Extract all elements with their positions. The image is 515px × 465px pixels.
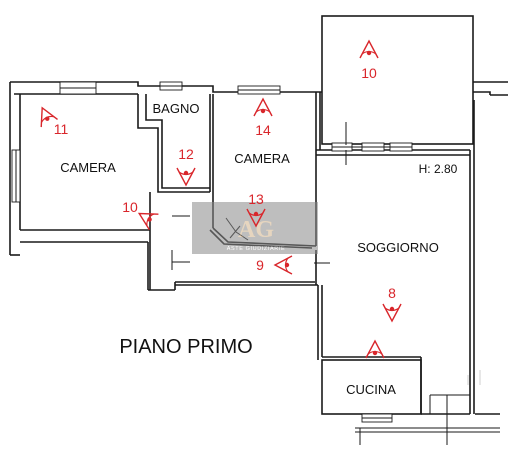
watermark: AG ASTE GIUDIZIARIE bbox=[192, 202, 318, 254]
viewpoint-vp-13: 13 bbox=[246, 191, 266, 228]
viewpoint-markers: 10 11 14 12 13 10 9 8 bbox=[40, 39, 402, 359]
viewpoint-vp-11: 11 bbox=[40, 106, 69, 137]
eye-icon bbox=[176, 167, 196, 187]
viewpoint-number: 14 bbox=[255, 122, 271, 138]
eye-icon bbox=[359, 39, 379, 59]
ghost-lines bbox=[467, 370, 481, 385]
viewpoint-vp-12: 12 bbox=[176, 146, 196, 187]
floor-title: PIANO PRIMO bbox=[119, 336, 252, 358]
viewpoint-number: 13 bbox=[248, 191, 264, 207]
balcony-block bbox=[321, 15, 474, 145]
viewpoint-number: 10 bbox=[361, 65, 377, 81]
viewpoint-vp-7 bbox=[365, 339, 385, 359]
eye-icon bbox=[253, 97, 273, 117]
windows bbox=[11, 81, 500, 445]
room-label-camera-mid: CAMERA bbox=[234, 151, 290, 166]
eye-icon bbox=[40, 106, 58, 128]
watermark-text: ASTE GIUDIZIARIE bbox=[227, 246, 286, 252]
viewpoint-vp-9: 9 bbox=[256, 255, 293, 275]
room-label-camera-left: CAMERA bbox=[60, 160, 116, 175]
viewpoint-number: 9 bbox=[256, 257, 264, 273]
viewpoint-number: 8 bbox=[388, 285, 396, 301]
room-label-cucina: CUCINA bbox=[346, 382, 396, 397]
eye-icon bbox=[273, 255, 293, 275]
viewpoint-number: 12 bbox=[178, 146, 194, 162]
eye-icon bbox=[246, 208, 266, 228]
eye-icon bbox=[365, 339, 385, 359]
eye-icon bbox=[137, 212, 159, 231]
room-label-bagno: BAGNO bbox=[153, 101, 200, 116]
viewpoint-number: 11 bbox=[54, 121, 69, 137]
viewpoint-number: 10 bbox=[122, 199, 138, 215]
viewpoint-vp-10-left: 10 bbox=[122, 199, 159, 231]
viewpoint-vp-14: 14 bbox=[253, 97, 273, 138]
viewpoint-vp-10-top: 10 bbox=[359, 39, 379, 81]
watermark-monogram: AG bbox=[238, 217, 274, 243]
ceiling-height-label: H: 2.80 bbox=[419, 162, 458, 176]
room-label-soggiorno: SOGGIORNO bbox=[357, 240, 439, 255]
viewpoint-vp-8: 8 bbox=[382, 285, 402, 323]
eye-icon bbox=[382, 303, 402, 323]
walls bbox=[9, 15, 508, 415]
